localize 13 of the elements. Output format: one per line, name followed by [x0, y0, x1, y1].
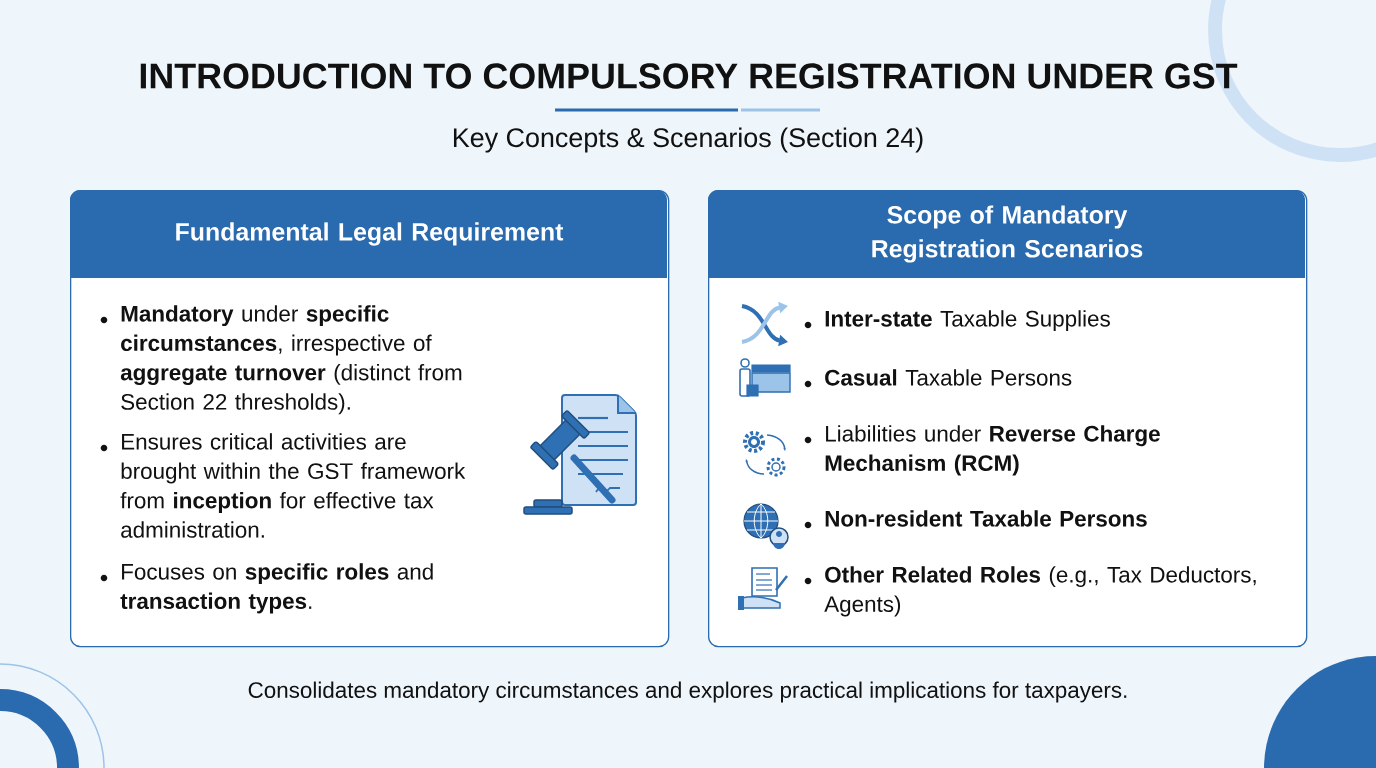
- title: INTRODUCTION TO COMPULSORY REGISTRATION UNDER GST: [140, 63, 1238, 89]
- bullet-item: Mandatory under specific circumstances, irrespective of aggregate turnover (distinct from Section 22 thresholds).: [100, 305, 462, 415]
- bullet-item: Liabilities under Reverse Charge Mechanism (RCM): [804, 425, 1160, 476]
- bullet-item: Ensures critical activities are brought within the GST framework from inception for effective tax administration.: [100, 433, 466, 538]
- bullet-item: Focuses on specific roles and transaction types.: [100, 563, 433, 614]
- card-heading: Fundamental Legal Requirement: [176, 222, 564, 246]
- bullet-item: Inter-state Taxable Supplies: [804, 310, 1110, 332]
- caption: Consolidates mandatory circumstances and explores practical implications for taxpayers.: [248, 681, 1127, 703]
- bullet-item: Casual Taxable Persons: [804, 369, 1072, 388]
- bullet-item: Other Related Roles (e.g., Tax Deductors, Agents): [804, 566, 1256, 617]
- card-heading: Scope of Mandatory Registration Scenarios: [872, 205, 1143, 263]
- subtitle: Key Concepts & Scenarios (Section 24): [453, 127, 923, 153]
- bullet-item: Non-resident Taxable Persons: [804, 510, 1147, 529]
